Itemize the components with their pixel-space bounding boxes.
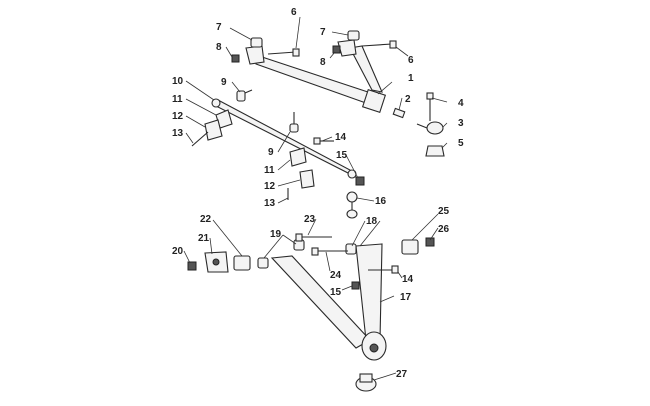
callout-14a: 14 bbox=[335, 132, 347, 143]
callout-25: 25 bbox=[438, 206, 450, 217]
clamp-12a bbox=[204, 119, 223, 141]
nut-20 bbox=[187, 261, 197, 271]
callout-20: 20 bbox=[172, 246, 184, 257]
bracket-11b bbox=[289, 147, 307, 167]
callout-17: 17 bbox=[400, 292, 412, 303]
nut-26 bbox=[425, 237, 435, 247]
callout-6a: 6 bbox=[291, 7, 297, 18]
nut-8b bbox=[332, 45, 341, 54]
bolt-13a bbox=[191, 131, 209, 147]
callout-2: 2 bbox=[405, 94, 411, 105]
boot-5 bbox=[425, 145, 445, 157]
callout-12a: 12 bbox=[172, 111, 184, 122]
callout-18: 18 bbox=[366, 216, 378, 227]
bushing-7a bbox=[250, 37, 263, 48]
lower-a-arm bbox=[270, 243, 387, 361]
link-16 bbox=[346, 191, 358, 219]
bushing-19 bbox=[257, 257, 269, 269]
bushing-7b bbox=[347, 30, 360, 41]
callout-15a: 15 bbox=[336, 150, 348, 161]
callout-8a: 8 bbox=[216, 42, 222, 53]
callout-8b: 8 bbox=[320, 57, 326, 68]
callout-9b: 9 bbox=[268, 147, 274, 158]
bolt-14b bbox=[368, 265, 399, 274]
callout-16: 16 bbox=[375, 196, 387, 207]
callout-4: 4 bbox=[458, 98, 464, 109]
callout-22: 22 bbox=[200, 214, 212, 225]
bolt-6b bbox=[361, 40, 397, 49]
link-9a bbox=[236, 89, 253, 102]
callout-15b: 15 bbox=[330, 287, 342, 298]
bushing-18 bbox=[345, 243, 357, 255]
callout-12b: 12 bbox=[264, 181, 276, 192]
callout-23: 23 bbox=[304, 214, 316, 225]
callout-19: 19 bbox=[270, 229, 282, 240]
callout-11a: 11 bbox=[172, 94, 183, 105]
clamp-12b bbox=[299, 169, 315, 189]
leader-lines bbox=[183, 16, 448, 381]
ball-joint-3 bbox=[416, 121, 444, 135]
callout-7b: 7 bbox=[320, 27, 326, 38]
link-9b bbox=[289, 112, 299, 133]
callout-7a: 7 bbox=[216, 22, 222, 33]
bracket-21-hole bbox=[212, 258, 220, 266]
callout-9a: 9 bbox=[221, 77, 227, 88]
nut-15a bbox=[355, 176, 365, 186]
callout-11b: 11 bbox=[264, 165, 275, 176]
callout-5: 5 bbox=[458, 138, 464, 149]
callout-3: 3 bbox=[458, 118, 464, 129]
nut-8a bbox=[231, 54, 240, 63]
callout-6b: 6 bbox=[408, 55, 414, 66]
callout-24: 24 bbox=[330, 270, 342, 281]
callout-27: 27 bbox=[396, 369, 408, 380]
bolt-24 bbox=[311, 247, 348, 256]
callouts: 6 7 8 7 8 6 1 2 4 3 5 10 9 11 12 13 14 9… bbox=[172, 7, 464, 380]
ball-joint-27 bbox=[355, 373, 377, 392]
bolt-14a bbox=[313, 137, 334, 145]
callout-26: 26 bbox=[438, 224, 450, 235]
upper-a-arm bbox=[245, 39, 387, 114]
callout-10: 10 bbox=[172, 76, 184, 87]
callout-14b: 14 bbox=[402, 274, 414, 285]
callout-13b: 13 bbox=[264, 198, 276, 209]
stabilizer-bar bbox=[211, 98, 357, 179]
nut-15b bbox=[351, 281, 360, 290]
sleeve-25 bbox=[401, 239, 419, 255]
callout-1: 1 bbox=[408, 73, 414, 84]
sleeve-2 bbox=[392, 107, 406, 119]
bolt-6a bbox=[267, 48, 300, 57]
callout-21: 21 bbox=[198, 233, 210, 244]
callout-13a: 13 bbox=[172, 128, 184, 139]
bolt-23 bbox=[295, 233, 332, 242]
sleeve-22 bbox=[233, 255, 251, 271]
bolt-4 bbox=[426, 92, 434, 121]
